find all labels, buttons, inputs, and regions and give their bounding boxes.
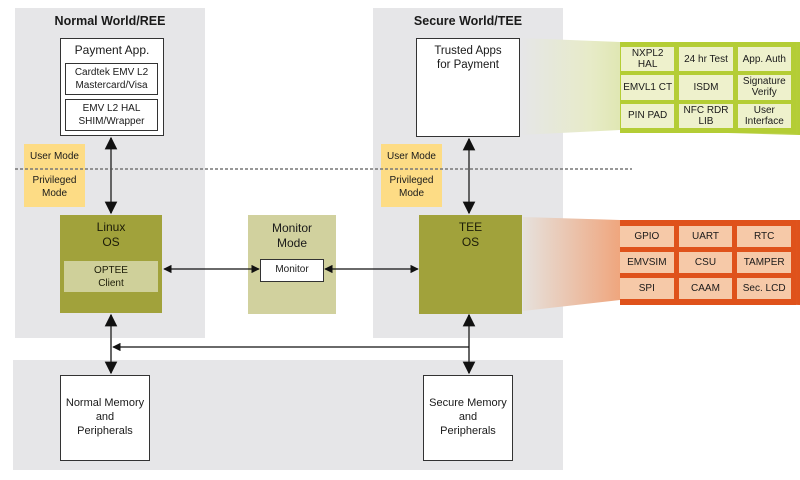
payment-app-title: Payment App. xyxy=(74,43,150,57)
secure-memory-line3: Peripherals xyxy=(440,425,496,437)
driver-tamper: TAMPER xyxy=(737,252,791,273)
module-emvl1-ct: EMVL1 CT xyxy=(621,75,675,100)
driver-emvsim: EMVSIM xyxy=(620,252,674,273)
payment-app-box: Payment App. Cardtek EMV L2 Mastercard/V… xyxy=(60,38,164,136)
driver-csu: CSU xyxy=(678,252,733,273)
cardtek-emv-box: Cardtek EMV L2 Mastercard/Visa xyxy=(65,63,158,95)
trusted-apps-line1: Trusted Apps xyxy=(434,45,502,57)
driver-caam: CAAM xyxy=(678,278,733,299)
secure-memory-box: Secure Memory and Peripherals xyxy=(423,375,513,461)
monitor-mode-line1: Monitor xyxy=(271,221,312,235)
tee-os-line2: OS xyxy=(461,235,480,249)
secure-world-title: Secure World/TEE xyxy=(413,14,523,28)
normal-memory-line2: and xyxy=(95,411,115,423)
trusted-apps-box: Trusted Apps for Payment xyxy=(416,38,520,137)
tee-os-line1: TEE xyxy=(458,220,483,234)
trusted-apps-line2: for Payment xyxy=(437,59,499,71)
privileged-mode-line2: Mode xyxy=(398,188,424,199)
secure-memory-line2: and xyxy=(458,411,478,423)
normal-memory-line3: Peripherals xyxy=(77,425,133,437)
emv-hal-line1: EMV L2 HAL xyxy=(82,103,141,114)
emv-hal-box: EMV L2 HAL SHIM/Wrapper xyxy=(65,99,158,131)
privileged-mode-line1: Privileged xyxy=(32,175,77,186)
normal-memory-line1: Normal Memory xyxy=(65,397,145,409)
optee-client-line1: OPTEE xyxy=(94,265,128,276)
monitor-mode-line2: Mode xyxy=(276,236,308,250)
privileged-mode-line2: Mode xyxy=(41,188,67,199)
monitor-box: Monitor xyxy=(260,259,324,282)
tee-os-drivers-grid: GPIO UART RTC EMVSIM CSU TAMPER SPI CAAM… xyxy=(620,226,791,299)
module-24hr-test: 24 hr Test xyxy=(679,47,733,72)
driver-uart: UART xyxy=(678,226,733,247)
normal-world-title: Normal World/REE xyxy=(54,14,166,28)
linux-os-block: Linux OS OPTEE Client xyxy=(60,215,162,313)
optee-client-line2: Client xyxy=(98,278,124,289)
secure-memory-line1: Secure Memory xyxy=(429,397,507,409)
tee-os-block: TEE OS xyxy=(419,215,522,314)
linux-os-line1: Linux xyxy=(96,220,126,234)
module-pin-pad: PIN PAD xyxy=(621,103,675,128)
driver-sec-lcd: Sec. LCD xyxy=(737,278,791,299)
monitor-mode-block: Monitor Mode Monitor xyxy=(248,215,336,314)
driver-rtc: RTC xyxy=(737,226,791,247)
linux-os-line2: OS xyxy=(102,235,120,249)
secure-mode-label: User Mode Privileged Mode xyxy=(381,144,442,207)
module-app-auth: App. Auth xyxy=(737,47,791,72)
user-mode-label: User Mode xyxy=(387,151,436,162)
normal-memory-box: Normal Memory and Peripherals xyxy=(60,375,150,461)
cardtek-line2: Mastercard/Visa xyxy=(75,80,148,91)
normal-mode-label: User Mode Privileged Mode xyxy=(24,144,85,207)
emv-hal-line2: SHIM/Wrapper xyxy=(78,116,145,127)
optee-client-box: OPTEE Client xyxy=(64,261,158,292)
module-isdm: ISDM xyxy=(679,75,733,100)
user-mode-label: User Mode xyxy=(30,151,79,162)
privileged-mode-line1: Privileged xyxy=(389,175,434,186)
cardtek-line1: Cardtek EMV L2 xyxy=(74,67,149,78)
driver-spi: SPI xyxy=(620,278,674,299)
driver-gpio: GPIO xyxy=(620,226,674,247)
